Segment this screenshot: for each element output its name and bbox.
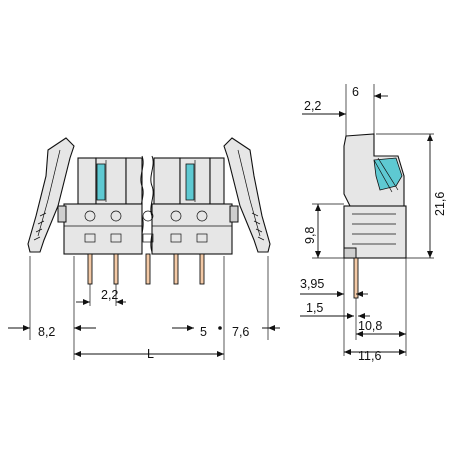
side-housing: [343, 133, 407, 259]
dim-front-left-offset: 8,2: [8, 325, 96, 339]
dim-side-top-left: 2,2: [302, 99, 346, 117]
dim-label-width-outer: 11,6: [358, 349, 381, 363]
dim-label-mid-height: 9,8: [303, 227, 317, 244]
right-latch-lever: [223, 137, 271, 253]
dim-label-pin-offset-b: 1,5: [306, 301, 323, 315]
dim-label-height: 21,6: [433, 192, 447, 216]
dim-side-pin-offset-a: 3,95: [300, 277, 368, 297]
dim-side-top-right: 6: [352, 85, 388, 99]
dim-label-pin-pitch: 2,2: [101, 288, 118, 302]
dim-label-pitch: 5: [200, 325, 207, 339]
dim-front-pin-pitch: 2,2: [76, 288, 126, 305]
dim-label-length: L: [147, 347, 154, 361]
dim-side-mid-height: 9,8: [303, 204, 321, 258]
front-view: 2,2 8,2 5 7,6 L: [8, 137, 280, 361]
dim-label-left-offset: 8,2: [38, 325, 55, 339]
dim-label-top-left: 2,2: [304, 99, 321, 113]
housing-top: [77, 157, 225, 205]
left-latch-lever: [27, 137, 75, 253]
side-extension-lines: [312, 84, 434, 356]
dim-label-top-right: 6: [352, 85, 359, 99]
dim-side-pin-offset-b: 1,5: [300, 301, 370, 319]
dim-label-right-offset: 7,6: [232, 325, 249, 339]
dim-side-height: 21,6: [427, 134, 447, 258]
dim-label-width-inner: 10,8: [358, 319, 382, 333]
side-view: 2,2 6 21,6 9,8 3,95: [300, 84, 447, 363]
dim-front-right-offset: 7,6: [232, 325, 280, 339]
dim-label-pin-offset-a: 3,95: [300, 277, 324, 291]
housing-lower: [57, 203, 239, 255]
front-extension-lines: [29, 256, 269, 360]
dim-side-width-outer: 11,6: [344, 349, 406, 363]
side-pin: [353, 257, 359, 299]
dim-front-pitch: 5: [172, 325, 222, 339]
front-pins: [87, 253, 205, 285]
dim-front-length: L: [74, 347, 224, 361]
dim-side-width-inner: 10,8: [356, 319, 406, 337]
